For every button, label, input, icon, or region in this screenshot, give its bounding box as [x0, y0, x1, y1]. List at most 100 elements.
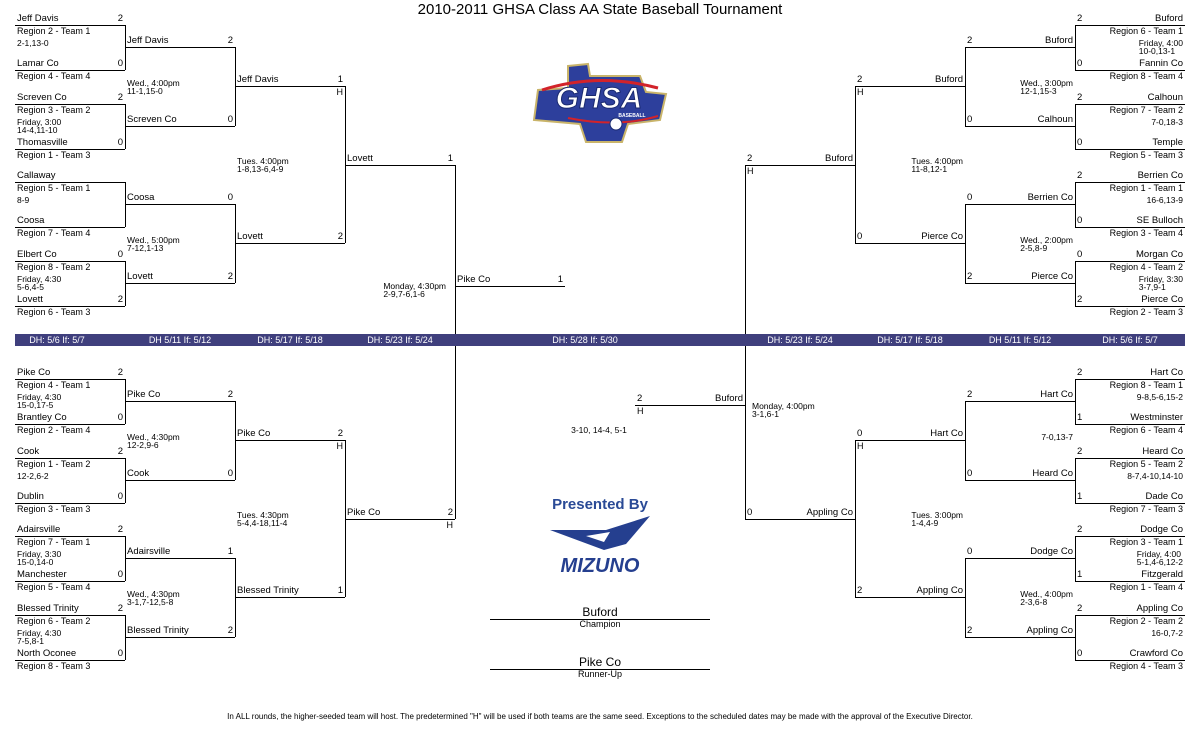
team-name: Pierce Co: [1141, 294, 1183, 305]
game-result: Friday, 3:30 3-7,9-1: [1138, 274, 1183, 292]
team-name: Buford: [1155, 13, 1183, 24]
bracket-line: [125, 47, 235, 48]
team-score: 1: [447, 153, 453, 164]
team-name: Calhoun: [1037, 114, 1073, 125]
team-name: Morgan Co: [1136, 249, 1183, 260]
team-score: 0: [967, 546, 973, 557]
team-seed: Region 8 - Team 2: [17, 262, 91, 272]
team-score: 0: [857, 231, 863, 242]
game-result: Wed., 2:00pm 2-5,8-9: [1020, 234, 1073, 253]
host-marker: H: [637, 406, 644, 416]
team-name: Brantley Co: [17, 412, 67, 423]
game-result: Friday, 4:00 10-0,13-1: [1138, 38, 1183, 56]
team-seed: Region 2 - Team 4: [17, 425, 91, 435]
team-name: Blessed Trinity: [237, 585, 299, 596]
team-seed: Region 8 - Team 4: [1109, 71, 1183, 81]
game-result: Tues. 4:00pm 1-8,13-6,4-9: [237, 155, 289, 174]
bracket-line: [1075, 615, 1185, 616]
team-seed: Region 6 - Team 3: [17, 307, 91, 317]
bracket-line: [965, 558, 1075, 559]
bracket-line: [1075, 149, 1185, 150]
bracket-line: [15, 581, 125, 582]
team-seed: Region 7 - Team 1: [17, 537, 91, 547]
team-name: Manchester: [17, 569, 67, 580]
bracket-line: [1075, 261, 1185, 262]
game-result: Friday, 3:00 14-4,11-10: [17, 117, 62, 135]
team-score: 2: [227, 271, 233, 282]
bracket-line: [745, 165, 855, 166]
team-score: 2: [117, 446, 123, 457]
team-name: Cook: [17, 446, 40, 457]
bracket-line: [235, 597, 345, 598]
team-seed: Region 2 - Team 1: [17, 26, 91, 36]
team-name: Jeff Davis: [127, 35, 169, 46]
team-name: Buford: [825, 153, 853, 164]
bracket-line: [1075, 660, 1185, 661]
team-score: 1: [1077, 569, 1083, 580]
team-score: 2: [967, 271, 973, 282]
game-result: Wed., 4:00pm 11-1,15-0: [127, 77, 180, 96]
team-score: 1: [557, 274, 563, 285]
bracket-line: [1075, 104, 1185, 105]
team-seed: Region 4 - Team 2: [1109, 262, 1183, 272]
team-name: Hart Co: [930, 428, 963, 439]
bracket-line: [15, 306, 125, 307]
team-score: 2: [117, 294, 123, 305]
team-score: 0: [227, 192, 233, 203]
team-name: Adairsville: [127, 546, 171, 557]
bracket-line: [15, 149, 125, 150]
team-score: 2: [1077, 524, 1083, 535]
game-result: Friday, 4:30 7-5,8-1: [17, 628, 62, 646]
game-result: 8-7,4-10,14-10: [1127, 471, 1183, 481]
round-date-label: DH: 5/6 If: 5/7: [1102, 335, 1158, 345]
team-score: 2: [227, 625, 233, 636]
bracket-line: [1075, 503, 1185, 504]
team-name: Thomasville: [17, 137, 68, 148]
team-seed: Region 1 - Team 3: [17, 150, 91, 160]
team-seed: Region 4 - Team 3: [1109, 661, 1183, 671]
team-score: 0: [117, 412, 123, 423]
champion-block: Buford Champion: [490, 606, 710, 629]
team-name: Blessed Trinity: [17, 603, 79, 614]
team-score: 0: [227, 468, 233, 479]
game-result: 9-8,5-6,15-2: [1136, 392, 1183, 402]
team-seed: Region 7 - Team 3: [1109, 504, 1183, 514]
team-score: 2: [1077, 92, 1083, 103]
bracket-connector: [1075, 25, 1076, 70]
bracket-line: [235, 440, 345, 441]
team-score: 2: [637, 393, 643, 404]
svg-text:GHSA: GHSA: [556, 82, 643, 115]
bracket-line: [1075, 581, 1185, 582]
bracket-line: [345, 519, 455, 520]
game-result: 7-0,18-3: [1151, 117, 1183, 127]
team-name: Adairsville: [17, 524, 61, 535]
team-score: 2: [1077, 170, 1083, 181]
game-result: Friday, 4:00 5-1,4-6,12-2: [1136, 549, 1183, 567]
bracket-line: [635, 405, 745, 406]
team-score: 0: [1077, 137, 1083, 148]
round-date-label: DH 5/11 If: 5/12: [148, 335, 212, 345]
team-seed: Region 7 - Team 4: [17, 228, 91, 238]
game-result: 16-0,7-2: [1151, 628, 1183, 638]
team-seed: Region 4 - Team 4: [17, 71, 91, 81]
team-name: Hart Co: [1150, 367, 1183, 378]
team-score: 2: [1077, 13, 1083, 24]
team-name: Heard Co: [1142, 446, 1183, 457]
game-result: Friday, 4:30 5-6,4-5: [17, 274, 62, 292]
team-seed: Region 2 - Team 3: [1109, 307, 1183, 317]
team-name: Appling Co: [1136, 603, 1183, 614]
round-date-label: DH 5/11 If: 5/12: [988, 335, 1052, 345]
team-score: 2: [1077, 603, 1083, 614]
bracket-connector: [1075, 458, 1076, 503]
team-name: Pike Co: [17, 367, 51, 378]
runner-up-line: [490, 669, 710, 670]
bracket-line: [855, 86, 965, 87]
team-score: 1: [1077, 412, 1083, 423]
team-score: 0: [117, 249, 123, 260]
bracket-line: [965, 283, 1075, 284]
bracket-line: [125, 283, 235, 284]
bracket-line: [15, 25, 125, 26]
bracket-connector: [1075, 261, 1076, 306]
game-result: Friday, 4:30 15-0,17-5: [17, 392, 62, 410]
champion-label: Champion: [579, 619, 621, 629]
